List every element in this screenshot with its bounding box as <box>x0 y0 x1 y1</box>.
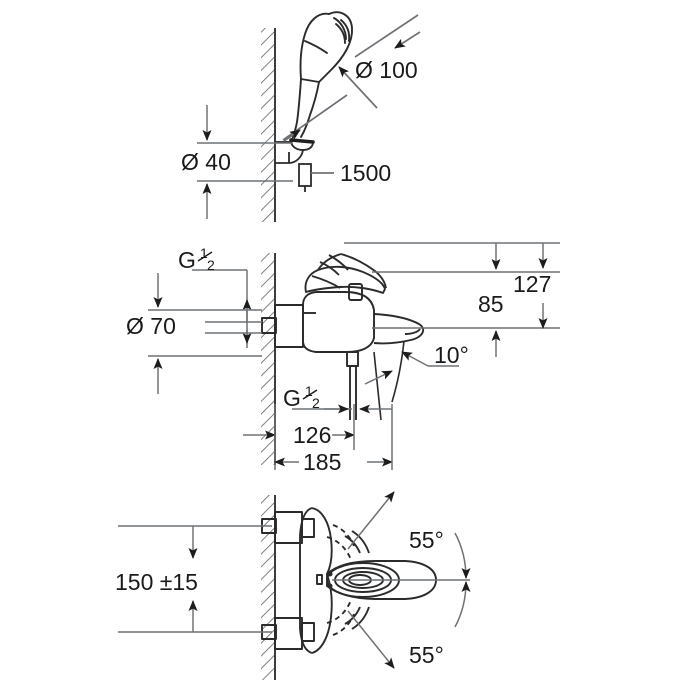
thread-top-g: G <box>178 247 196 273</box>
mixer-body-graphic <box>261 253 425 421</box>
dimension-angle-10 <box>364 351 459 385</box>
dimension-heights <box>344 242 560 357</box>
label-thread-top: G 1 2 <box>178 245 215 273</box>
label-dia40: Ø 40 <box>181 149 231 175</box>
label-angle-10: 10° <box>434 342 469 368</box>
label-thread-bottom: G 1 2 <box>283 383 320 411</box>
dimension-angle-55-lower <box>347 581 471 669</box>
label-centers-150: 150 ±15 <box>115 569 198 595</box>
label-dia100: Ø 100 <box>355 57 418 83</box>
thread-bottom-denominator: 2 <box>312 395 320 411</box>
dimension-angle-55-upper <box>347 491 471 579</box>
label-hose-1500: 1500 <box>340 160 391 186</box>
mixer-plan-graphic <box>261 507 470 654</box>
label-height-85: 85 <box>478 291 504 317</box>
dimension-thread-top <box>192 269 252 348</box>
hand-shower-graphic <box>289 11 353 151</box>
thread-top-denominator: 2 <box>207 257 215 273</box>
thread-bottom-g: G <box>283 385 301 411</box>
label-depth-185: 185 <box>303 449 341 475</box>
wall-hatching-mixer-side <box>261 253 276 465</box>
view-mixer-side-elevation: G 1 2 Ø 70 G 1 2 <box>126 242 560 475</box>
thread-bottom-numerator: 1 <box>305 383 313 399</box>
wall-hatching-mixer-plan <box>261 495 276 680</box>
view-shower-elevation: Ø 100 Ø 40 1500 <box>181 11 421 222</box>
dimension-150 <box>118 525 272 633</box>
dimension-dia100 <box>282 14 421 142</box>
shower-holder-graphic <box>275 141 304 164</box>
dimension-dia40 <box>197 105 293 219</box>
label-height-127: 127 <box>513 271 551 297</box>
wall-hatching-shower <box>261 28 276 222</box>
label-depth-126: 126 <box>293 422 331 448</box>
label-angle-55-lower: 55° <box>409 642 444 668</box>
view-mixer-plan: 150 ±15 55° 55° <box>115 491 471 680</box>
label-dia70: Ø 70 <box>126 313 176 339</box>
dimension-185 <box>274 404 393 470</box>
thread-top-numerator: 1 <box>200 245 208 261</box>
dimension-dia70 <box>148 273 262 394</box>
label-angle-55-upper: 55° <box>409 527 444 553</box>
shower-hose-stub <box>298 163 312 192</box>
